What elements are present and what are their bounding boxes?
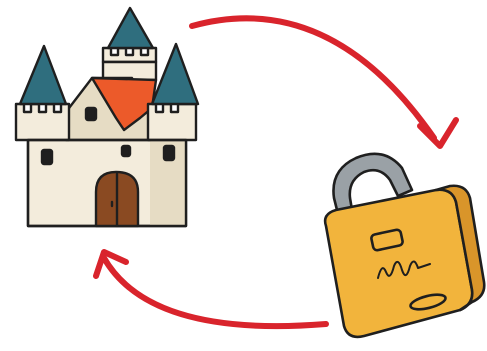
castle-left-tower <box>16 104 69 140</box>
castle-keep <box>103 48 156 62</box>
castle-window-left <box>42 150 52 164</box>
castle-gable-window <box>86 108 96 120</box>
castle-window-right <box>164 146 174 160</box>
castle-icon <box>16 8 198 226</box>
arrow-castle-to-lock <box>192 18 434 138</box>
castle-window-center <box>122 146 130 156</box>
arrow-lock-to-castle <box>104 258 326 326</box>
padlock-icon <box>325 154 484 337</box>
castle-right-roof <box>152 44 198 104</box>
castle-keep-roof <box>108 8 153 48</box>
castle-left-roof <box>20 46 66 104</box>
castle-right-tower <box>148 104 196 140</box>
